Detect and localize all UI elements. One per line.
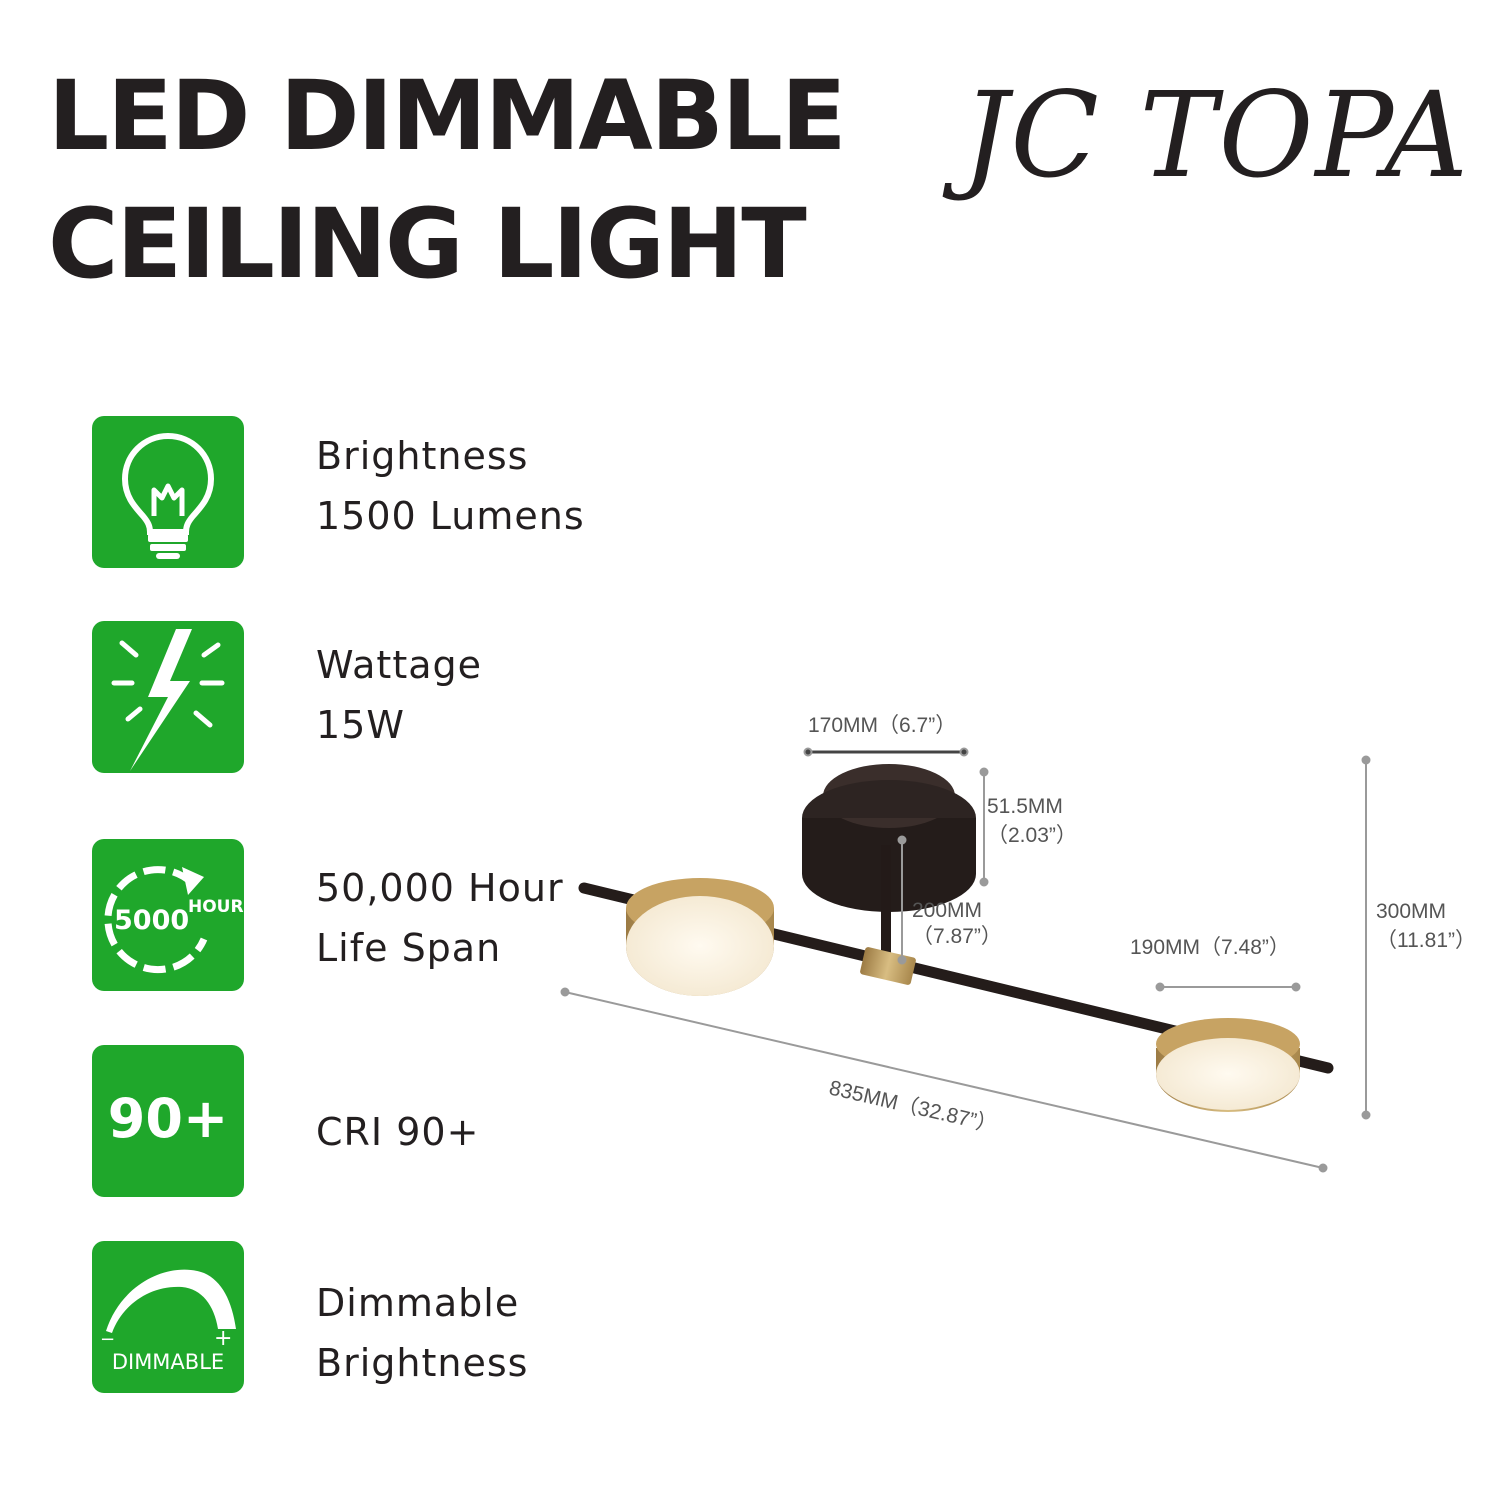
- dim-stem-in: （7.87”）: [912, 925, 1002, 948]
- dimmable-minus: −: [100, 1329, 115, 1350]
- brand-logo: JC TOPA: [962, 66, 1470, 204]
- dim-stem-mm: 200MM: [912, 899, 982, 922]
- lightning-bolt-icon: [111, 629, 225, 771]
- lifespan-badge-unit: HOUR: [188, 897, 244, 917]
- feature-label: Dimmable: [316, 1281, 520, 1325]
- title-line-1: LED DIMMABLE: [48, 60, 847, 172]
- gold-collar: [860, 947, 916, 985]
- feature-text-brightness: Brightness 1500 Lumens: [316, 426, 585, 546]
- feature-value: Brightness: [316, 1341, 529, 1385]
- right-lamp-shade: [1156, 1018, 1300, 1112]
- dim-total-length: 835MM（32.87”）: [827, 1076, 999, 1137]
- feature-label: 50,000 Hour: [316, 866, 564, 910]
- feature-text-dimmable: Dimmable Brightness: [316, 1273, 528, 1393]
- feature-value: 1500 Lumens: [316, 494, 585, 538]
- feature-text-cri: CRI 90+: [316, 1102, 479, 1162]
- left-lamp-shade: [626, 878, 774, 996]
- feature-value: Life Span: [316, 926, 502, 970]
- dim-canopy-height-mm: 51.5MM: [987, 795, 1063, 818]
- feature-text-wattage: Wattage 15W: [316, 635, 482, 755]
- feature-label: Wattage: [316, 643, 483, 687]
- feature-text-lifespan: 50,000 Hour Life Span: [316, 858, 564, 978]
- fixture-dimension-diagram: 170MM（6.7”） 51.5MM （2.03”） 200MM （7.87”）…: [560, 714, 1476, 1173]
- dim-total-height-mm: 300MM: [1376, 900, 1446, 923]
- dim-total-height-in: （11.81”）: [1376, 929, 1476, 952]
- dimension-lines: [560, 747, 1371, 1173]
- dimmable-plus: +: [214, 1326, 232, 1351]
- lifespan-badge-number: 5000: [114, 905, 189, 936]
- feature-icon-cri: 90+: [92, 1045, 244, 1197]
- dim-canopy-height-in: （2.03”）: [987, 824, 1077, 847]
- lifespan-hour-icon: 5000 HOUR: [104, 866, 244, 974]
- feature-icon-brightness: [92, 416, 244, 568]
- cri-badge: 90+: [108, 1087, 228, 1150]
- feature-label: CRI 90+: [316, 1110, 480, 1154]
- feature-icon-dimmable: − + DIMMABLE: [92, 1241, 244, 1393]
- feature-icon-wattage: [92, 621, 244, 773]
- feature-value: 15W: [316, 703, 405, 747]
- product-title: LED DIMMABLE CEILING LIGHT: [48, 52, 847, 308]
- title-line-2: CEILING LIGHT: [48, 188, 807, 300]
- stem-rod: [881, 845, 891, 965]
- dimmable-badge-label: DIMMABLE: [112, 1350, 224, 1374]
- feature-icon-lifespan: 5000 HOUR: [92, 839, 244, 991]
- dimmable-arc-icon: − + DIMMABLE: [100, 1269, 236, 1374]
- feature-label: Brightness: [316, 434, 529, 478]
- dim-canopy-width: 170MM（6.7”）: [808, 714, 956, 737]
- dim-shade-width: 190MM（7.48”）: [1130, 936, 1290, 959]
- light-bulb-icon: [121, 432, 215, 559]
- cri-icon: 90+: [108, 1087, 228, 1150]
